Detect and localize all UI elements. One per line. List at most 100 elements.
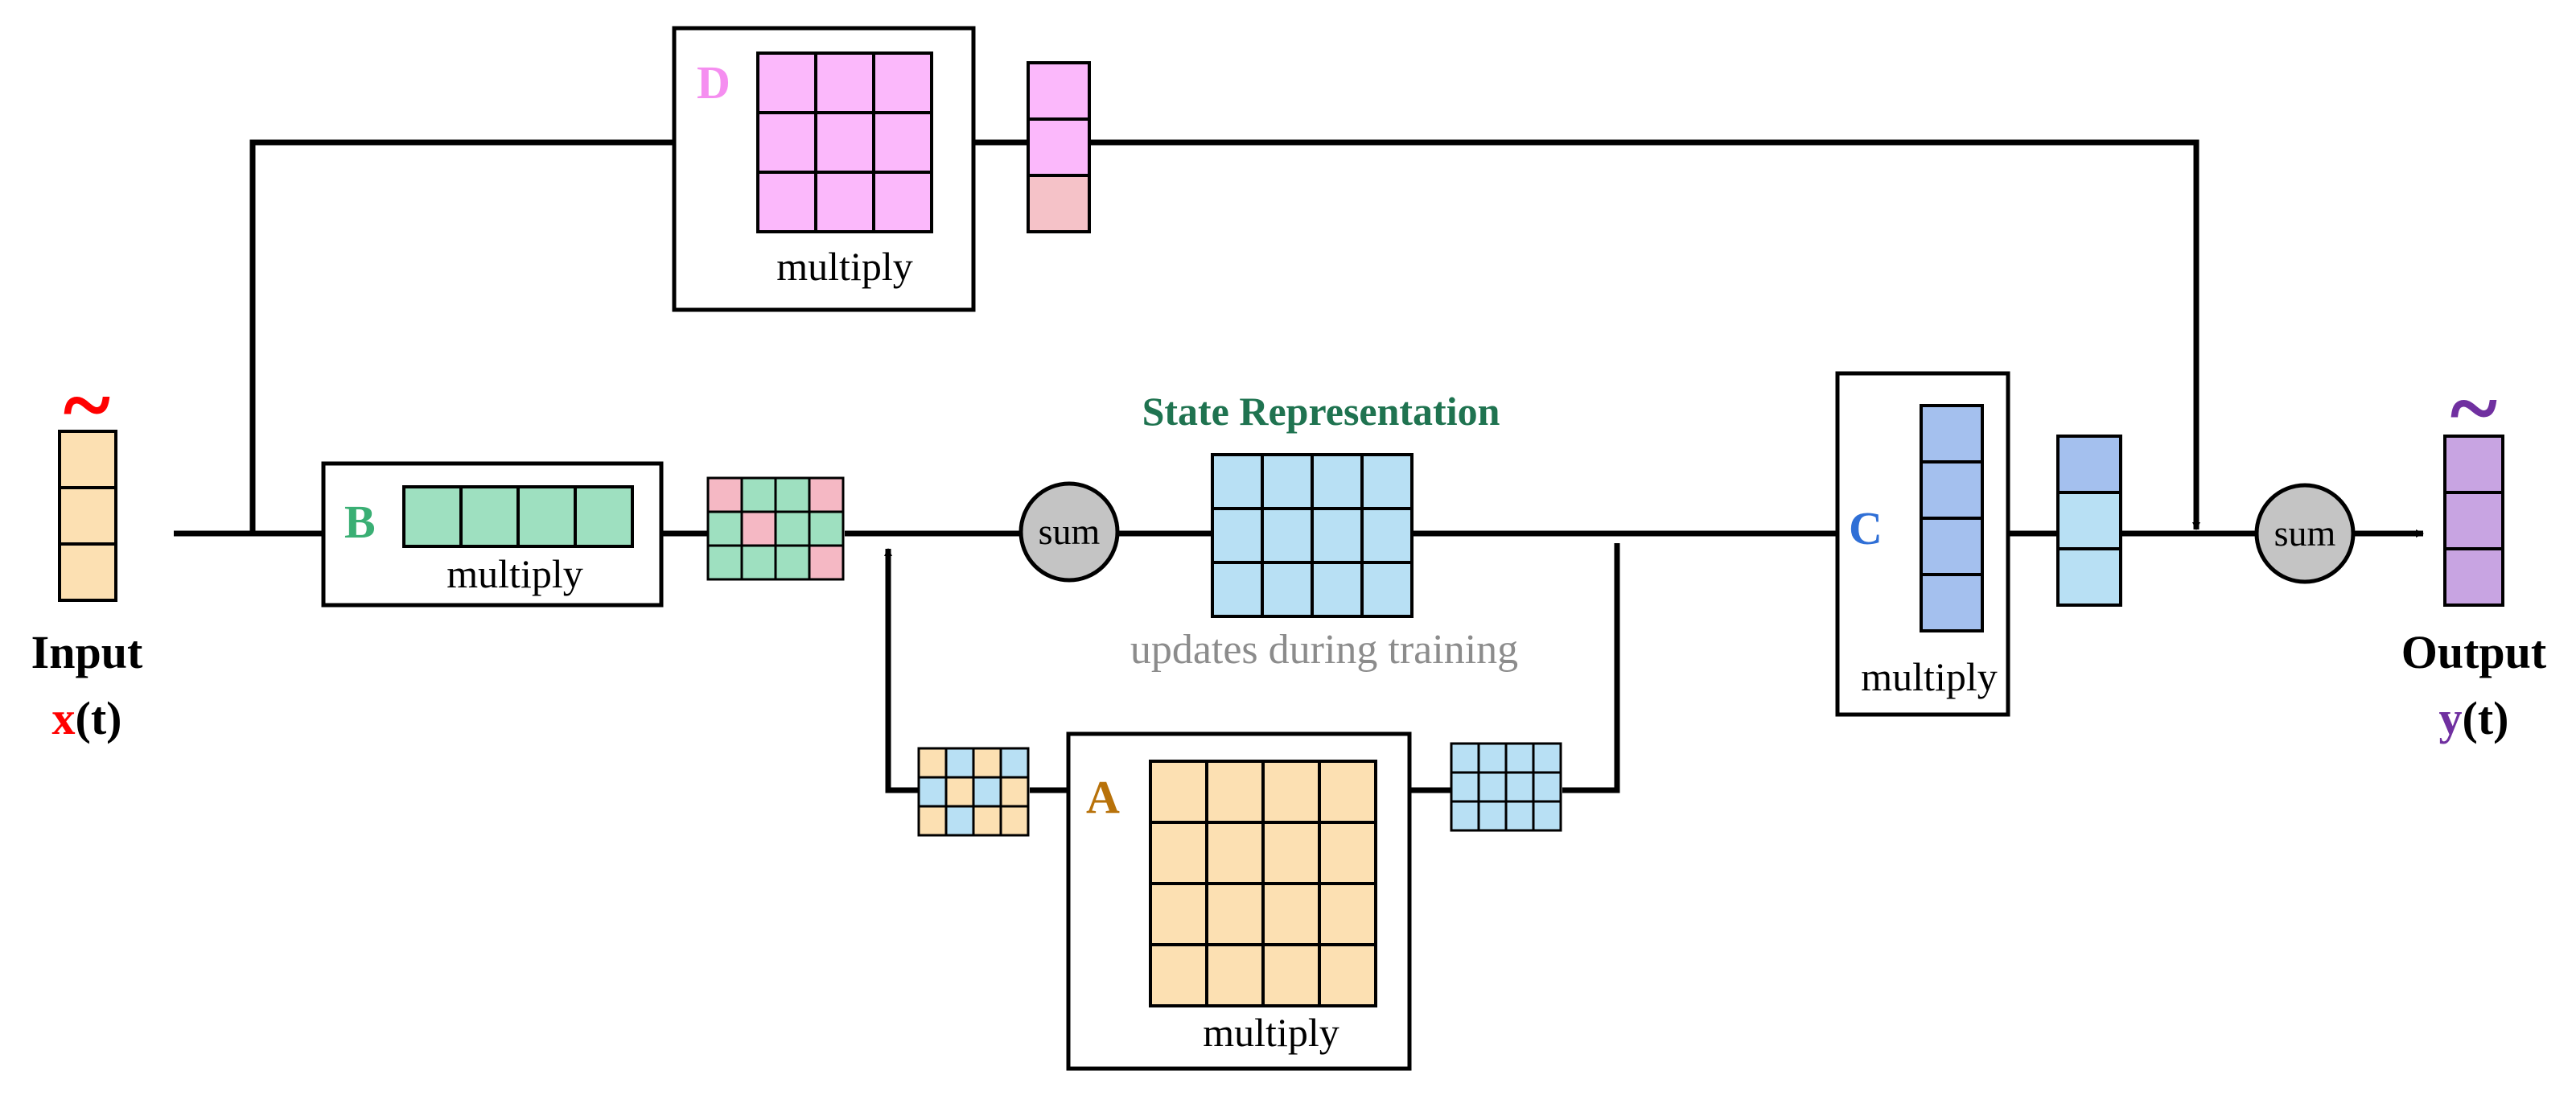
a-input-matrix-cell	[917, 805, 948, 837]
a-output-matrix	[1450, 742, 1562, 832]
d-matrix	[756, 51, 933, 233]
d-matrix-cell	[756, 51, 817, 114]
state-matrix-cell	[1360, 507, 1414, 564]
state-matrix-cell	[1211, 453, 1264, 510]
b-output-matrix-cell	[808, 476, 845, 513]
a-input-matrix-cell	[999, 805, 1030, 837]
output-vector-cell	[2443, 435, 2504, 494]
a-feedback-tap	[1562, 543, 1620, 793]
c-output-vector	[2056, 435, 2122, 607]
a-output-matrix-cell	[1450, 742, 1480, 774]
c-output-vector-cell	[2056, 547, 2122, 607]
d-op-label: multiply	[776, 244, 912, 289]
a-input-matrix-cell	[944, 805, 975, 837]
a-output-matrix-cell	[1504, 771, 1535, 803]
a-letter: A	[1086, 771, 1120, 823]
a-matrix-cell	[1149, 882, 1208, 946]
input-signal-arg: (t)	[76, 692, 122, 744]
a-block[interactable]: A multiply	[1066, 731, 1412, 1071]
a-input-matrix-cell	[972, 776, 1002, 808]
d-matrix-cell	[756, 111, 817, 174]
state-matrix-cell	[1360, 453, 1414, 510]
a-feedback-up[interactable]	[884, 548, 919, 793]
b-letter: B	[344, 496, 376, 548]
a-matrix-cell	[1318, 821, 1377, 885]
inner-sum-label: sum	[1039, 511, 1101, 552]
output-signal-name: y	[2439, 692, 2463, 744]
d-matrix-cell	[872, 51, 933, 114]
c-output-vector-cell	[2056, 435, 2122, 494]
a-output-matrix-cell	[1504, 800, 1535, 832]
a-output-matrix-cell	[1532, 742, 1562, 774]
a-matrix-cell	[1261, 882, 1321, 946]
b-matrix-cell	[516, 485, 577, 548]
a-input-matrix	[917, 747, 1030, 837]
input-group: ~ Input x(t)	[31, 355, 143, 745]
output-vector	[2443, 435, 2504, 607]
a-matrix-cell	[1318, 882, 1377, 946]
output-group: ~ Output y(t)	[2401, 358, 2547, 745]
input-vector-cell	[58, 542, 117, 602]
d-matrix-cell	[872, 111, 933, 174]
state-matrix-cell	[1261, 453, 1314, 510]
a-matrix-cell	[1261, 760, 1321, 824]
a-matrix-cell	[1261, 821, 1321, 885]
outer-sum-circle	[2254, 483, 2356, 584]
d-output-vector-cell	[1027, 174, 1091, 233]
a-matrix-cell	[1205, 760, 1265, 824]
inner-sum-node[interactable]: sum	[1018, 481, 1120, 583]
a-input-matrix-cell	[999, 747, 1030, 779]
d-matrix-cell	[756, 171, 817, 233]
output-label: Output	[2401, 626, 2547, 678]
c-op-label: multiply	[1861, 654, 1997, 699]
a-matrix-cell	[1149, 821, 1208, 885]
a-output-matrix-cell	[1450, 771, 1480, 803]
state-matrix-cell	[1211, 561, 1264, 618]
b-matrix	[402, 485, 634, 548]
a-output-matrix-cell	[1532, 800, 1562, 832]
state-group: State Representation updates during trai…	[1130, 389, 1518, 673]
b-block[interactable]: B multiply	[321, 461, 664, 608]
state-matrix-cell	[1211, 507, 1264, 564]
output-vector-cell	[2443, 547, 2504, 607]
state-matrix-cell	[1261, 561, 1314, 618]
a-input-matrix-cell	[972, 747, 1002, 779]
input-vector-cell	[58, 430, 117, 489]
b-output-matrix-cell	[740, 510, 777, 547]
d-matrix-cell	[814, 171, 875, 233]
inner-sum-circle	[1018, 481, 1120, 583]
a-output-matrix-cell	[1477, 771, 1508, 803]
d-block[interactable]: D multiply	[672, 26, 976, 312]
d-matrix-cell	[814, 111, 875, 174]
c-block[interactable]: C multiply	[1835, 371, 2010, 717]
a-output-matrix-cell	[1532, 771, 1562, 803]
d-line-to-output[interactable]	[1091, 139, 2200, 530]
state-matrix-cell	[1360, 561, 1414, 618]
b-output-matrix-cell	[740, 476, 777, 513]
c-matrix-cell	[1920, 460, 1984, 520]
a-matrix-cell	[1205, 821, 1265, 885]
b-matrix-cell	[402, 485, 463, 548]
b-output-matrix-cell	[706, 544, 743, 581]
a-matrix	[1149, 760, 1377, 1007]
d-output-vector-cell	[1027, 117, 1091, 177]
a-matrix-cell	[1318, 943, 1377, 1007]
b-output-matrix-cell	[740, 544, 777, 581]
state-matrix-cell	[1311, 453, 1364, 510]
b-output-matrix-cell	[706, 510, 743, 547]
a-matrix-cell	[1261, 943, 1321, 1007]
outer-sum-label: sum	[2274, 513, 2336, 554]
b-matrix-cell	[574, 485, 634, 548]
b-output-matrix-cell	[774, 544, 811, 581]
a-matrix-cell	[1205, 943, 1265, 1007]
c-matrix	[1920, 404, 1984, 632]
a-matrix-cell	[1205, 882, 1265, 946]
b-output-matrix-cell	[774, 476, 811, 513]
input-vector	[58, 430, 117, 602]
input-vector-cell	[58, 486, 117, 546]
outer-sum-node[interactable]: sum	[2254, 483, 2356, 584]
a-input-matrix-cell	[944, 747, 975, 779]
d-output-vector	[1027, 61, 1091, 233]
b-output-matrix-cell	[706, 476, 743, 513]
a-input-matrix-cell	[999, 776, 1030, 808]
